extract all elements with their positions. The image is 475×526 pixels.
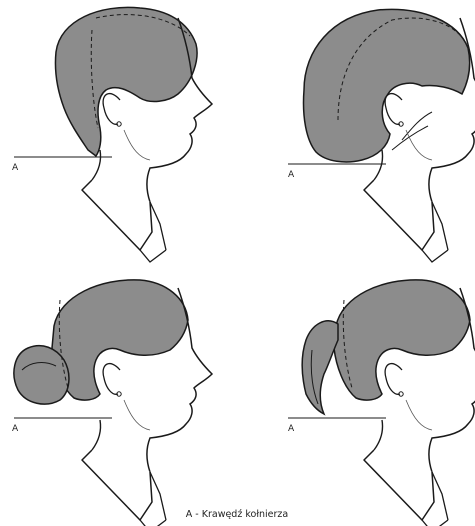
collar-marker-label: A: [288, 170, 295, 180]
collar-marker-label: A: [12, 424, 19, 434]
panel-bun: A: [12, 280, 212, 526]
hair-ponytail: [302, 321, 338, 414]
hair-short: [55, 7, 197, 156]
panel-short-hair: A: [12, 7, 212, 262]
collar-marker-label: A: [288, 424, 295, 434]
legend-caption: A - Krawędź kołnierza: [186, 509, 288, 520]
panel-ponytail: A: [288, 280, 475, 526]
hair-ponytail-top: [334, 280, 470, 400]
hair-bob: [304, 9, 470, 162]
hair-bun-top: [52, 280, 188, 400]
panel-bob: A: [288, 9, 475, 262]
collar-marker-label: A: [12, 163, 19, 173]
